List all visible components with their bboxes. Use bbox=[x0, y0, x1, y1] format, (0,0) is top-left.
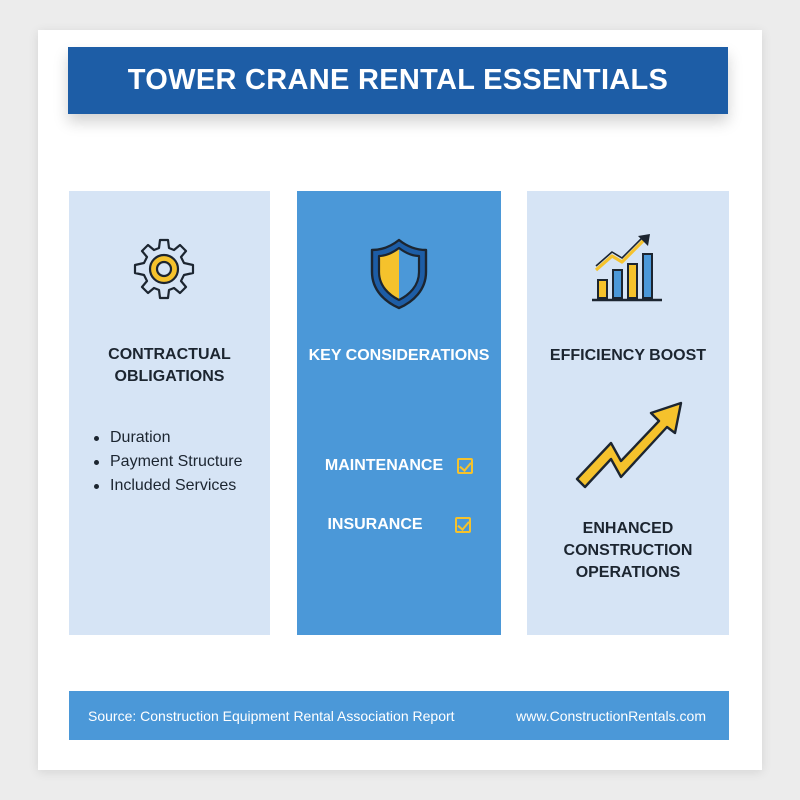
footer-bar: Source: Construction Equipment Rental As… bbox=[69, 691, 729, 740]
shield-icon bbox=[367, 236, 431, 317]
caption-line-1: ENHANCED bbox=[582, 520, 674, 537]
list-item: Payment Structure bbox=[93, 450, 243, 474]
check-label-insurance: INSURANCE bbox=[327, 516, 423, 533]
page-title: TOWER CRANE RENTAL ESSENTIALS bbox=[127, 64, 669, 96]
panel-contractual-obligations: CONTRACTUAL OBLIGATIONS Duration Payment… bbox=[69, 191, 270, 635]
efficiency-caption: ENHANCED CONSTRUCTION OPERATIONS bbox=[527, 518, 729, 584]
website-link[interactable]: www.ConstructionRentals.com bbox=[516, 707, 706, 724]
caption-line-2: CONSTRUCTION bbox=[563, 542, 693, 559]
upward-trend-arrow-icon bbox=[571, 399, 687, 496]
panel-heading-key-considerations: KEY CONSIDERATIONS bbox=[308, 347, 490, 364]
title-banner: TOWER CRANE RENTAL ESSENTIALS bbox=[68, 47, 728, 114]
gear-icon bbox=[131, 236, 197, 307]
panel-heading-efficiency: EFFICIENCY BOOST bbox=[549, 347, 707, 364]
checkbox-checked-icon bbox=[454, 517, 471, 533]
check-row-insurance: INSURANCE bbox=[297, 516, 501, 534]
check-label-maintenance: MAINTENANCE bbox=[324, 457, 444, 474]
list-item: Duration bbox=[93, 426, 243, 450]
list-item: Included Services bbox=[93, 474, 243, 498]
heading-line-2: OBLIGATIONS bbox=[114, 368, 225, 385]
panel-heading-contractual: CONTRACTUAL OBLIGATIONS bbox=[69, 344, 270, 388]
obligations-list: Duration Payment Structure Included Serv… bbox=[93, 426, 243, 498]
checkbox-checked-icon bbox=[457, 458, 474, 474]
panel-key-considerations: KEY CONSIDERATIONS MAINTENANCE INSURANCE bbox=[297, 191, 501, 635]
bar-chart-growth-icon bbox=[590, 234, 666, 309]
check-row-maintenance: MAINTENANCE bbox=[297, 457, 501, 475]
caption-line-3: OPERATIONS bbox=[575, 564, 681, 581]
source-text: Source: Construction Equipment Rental As… bbox=[88, 707, 455, 724]
heading-line-1: CONTRACTUAL bbox=[108, 346, 231, 363]
panel-efficiency-boost: EFFICIENCY BOOST ENHANCED CONSTRUCTION O… bbox=[527, 191, 729, 635]
